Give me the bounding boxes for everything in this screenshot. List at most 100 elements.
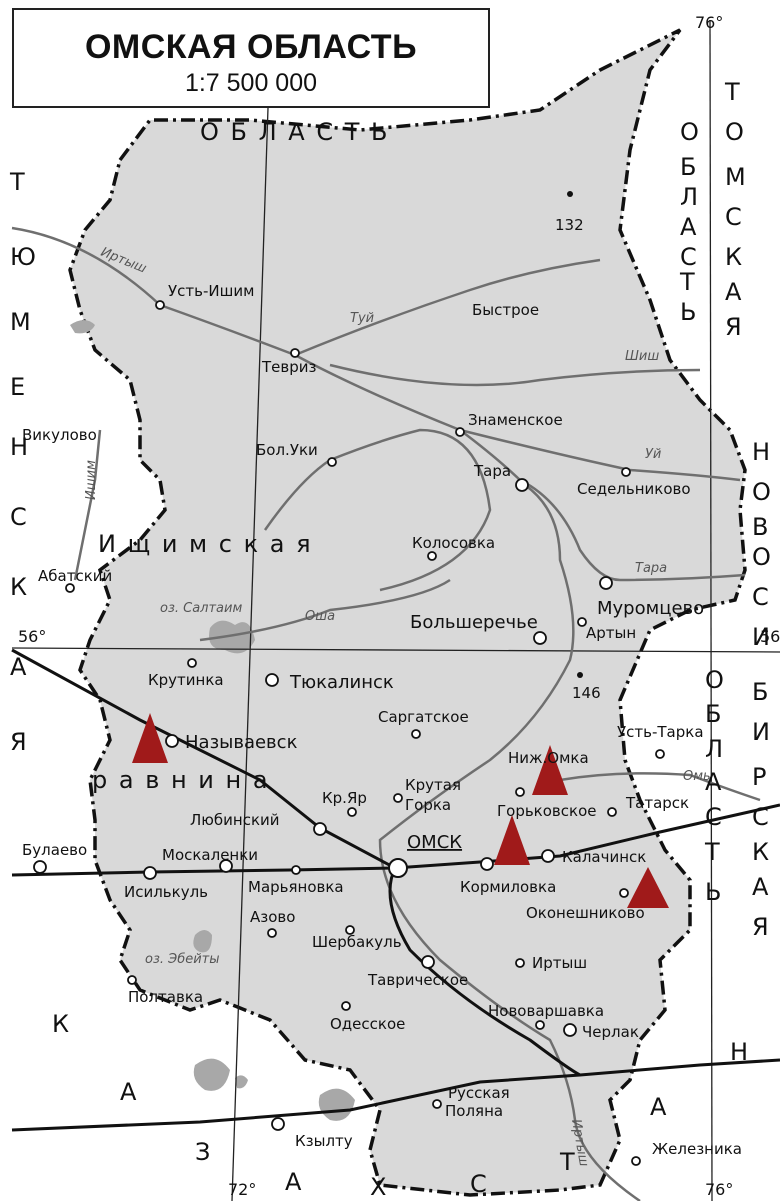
svg-text:С: С xyxy=(10,503,29,531)
meridian-72 xyxy=(231,107,269,1201)
svg-text:Т: Т xyxy=(704,838,722,866)
svg-text:Иртыш: Иртыш xyxy=(532,954,587,972)
lon-76-bottom: 76° xyxy=(705,1180,733,1199)
svg-text:Оконешниково: Оконешниково xyxy=(526,904,645,922)
svg-text:Горка: Горка xyxy=(405,796,451,814)
svg-text:Л: Л xyxy=(680,183,700,211)
svg-text:Железника: Железника xyxy=(652,1140,742,1158)
svg-text:Тюкалинск: Тюкалинск xyxy=(289,672,394,693)
svg-text:Р: Р xyxy=(752,763,768,791)
tomsk-oblast-label: О Б Л А С Т Ь xyxy=(679,118,701,326)
svg-text:Муромцево: Муромцево xyxy=(597,598,704,619)
svg-text:Таврическое: Таврическое xyxy=(367,971,468,989)
svg-text:А: А xyxy=(10,653,28,681)
svg-text:С: С xyxy=(725,203,744,231)
svg-text:Черлак: Черлак xyxy=(582,1023,639,1041)
svg-text:ОМСК: ОМСК xyxy=(407,832,462,853)
svg-text:И: И xyxy=(752,623,772,651)
svg-text:К: К xyxy=(10,573,29,601)
marker-nazyvaevsk xyxy=(132,713,168,763)
svg-text:Т: Т xyxy=(9,168,27,196)
svg-text:О: О xyxy=(680,118,701,146)
svg-text:Т: Т xyxy=(559,1148,577,1176)
svg-text:Я: Я xyxy=(725,313,744,341)
lake-saltaim-label: оз. Салтаим xyxy=(160,601,242,616)
svg-text:Одесское: Одесское xyxy=(330,1015,405,1033)
svg-text:А: А xyxy=(285,1168,303,1196)
svg-text:Большеречье: Большеречье xyxy=(410,612,538,633)
svg-text:Называевск: Называевск xyxy=(185,732,298,753)
svg-text:Булаево: Булаево xyxy=(22,841,87,859)
svg-text:Усть-Тарка: Усть-Тарка xyxy=(617,723,704,741)
svg-text:Ниж.Омка: Ниж.Омка xyxy=(508,749,589,767)
svg-text:Исилькуль: Исилькуль xyxy=(124,883,208,901)
svg-text:Кормиловка: Кормиловка xyxy=(460,878,556,896)
parallel-56 xyxy=(11,647,780,653)
svg-text:Саргатское: Саргатское xyxy=(378,708,469,726)
marker-okoneshnikovo xyxy=(627,867,669,908)
settlement-points xyxy=(33,300,665,1166)
lake-small-1 xyxy=(193,1058,230,1091)
svg-text:О: О xyxy=(705,666,726,694)
svg-text:Абатский: Абатский xyxy=(38,567,112,585)
svg-text:Горьковское: Горьковское xyxy=(497,802,596,820)
svg-text:С: С xyxy=(752,803,771,831)
svg-text:Бол.Уки: Бол.Уки xyxy=(256,441,318,459)
svg-text:Тара: Тара xyxy=(635,561,667,576)
lake-saltaim xyxy=(209,620,255,654)
svg-text:Татарск: Татарск xyxy=(625,794,689,812)
svg-text:Знаменское: Знаменское xyxy=(468,411,563,429)
svg-text:К: К xyxy=(725,243,744,271)
city-labels: Усть-Ишим Тевриз Быстрое Знаменское Вику… xyxy=(22,282,742,1158)
lat-56-right: 56 xyxy=(760,627,780,646)
novosib-oblast-label: О Б Л А С Т Ь xyxy=(704,666,726,906)
svg-text:С: С xyxy=(752,583,771,611)
kazakhstan-label: К А З А Х С Т А Н xyxy=(52,1010,750,1201)
svg-text:Марьяновка: Марьяновка xyxy=(248,878,344,896)
svg-text:О: О xyxy=(752,478,773,506)
elevation-dot-146 xyxy=(577,672,583,678)
svg-text:Колосовка: Колосовка xyxy=(412,534,495,552)
marker-kormilovka xyxy=(494,815,530,865)
svg-text:С: С xyxy=(470,1170,489,1198)
svg-text:Л: Л xyxy=(705,735,725,763)
svg-text:Оша: Оша xyxy=(305,609,335,624)
svg-text:А: А xyxy=(680,213,698,241)
svg-text:В: В xyxy=(752,513,770,541)
svg-text:Б: Б xyxy=(752,678,770,706)
svg-text:Туй: Туй xyxy=(350,311,374,326)
elevation-dot-132 xyxy=(567,191,573,197)
novosib-region-label: Н О В О С И Б И Р С К А Я xyxy=(752,438,773,941)
svg-text:Шербакуль: Шербакуль xyxy=(312,933,402,951)
omsk-symbol xyxy=(388,858,408,878)
svg-text:Крутинка: Крутинка xyxy=(148,671,224,689)
svg-text:Омь: Омь xyxy=(683,769,711,784)
svg-text:Калачинск: Калачинск xyxy=(562,848,646,866)
svg-text:Н: Н xyxy=(730,1038,750,1066)
tomsk-region-label: Т О М С К А Я xyxy=(724,78,748,341)
svg-text:Я: Я xyxy=(752,913,771,941)
elevation-132: 132 xyxy=(555,216,584,234)
svg-text:С: С xyxy=(680,243,699,271)
svg-text:Ь: Ь xyxy=(705,878,723,906)
svg-text:Х: Х xyxy=(370,1173,388,1201)
svg-text:Т: Т xyxy=(679,268,697,296)
svg-text:Кзылту: Кзылту xyxy=(295,1132,353,1150)
svg-text:А: А xyxy=(705,768,723,796)
map-scale: 1:7 500 000 xyxy=(184,69,318,97)
svg-text:Седельниково: Седельниково xyxy=(577,480,691,498)
svg-text:Нововаршавка: Нововаршавка xyxy=(488,1002,604,1020)
svg-text:Шиш: Шиш xyxy=(625,349,659,364)
oblast-territory xyxy=(68,28,747,1197)
svg-text:М: М xyxy=(725,163,748,191)
tyumen-region-label: Т Ю М Е Н С К А Я xyxy=(9,168,38,756)
svg-text:Н: Н xyxy=(10,433,30,461)
svg-text:Русская: Русская xyxy=(448,1084,510,1102)
lake-ebeyty-label: оз. Эбейты xyxy=(145,952,220,967)
lat-56-left: 56° xyxy=(18,627,46,646)
svg-text:А: А xyxy=(120,1078,138,1106)
oblast-top-label: О Б Л А С Т Ь xyxy=(200,118,389,146)
svg-text:Ю: Ю xyxy=(10,243,38,271)
svg-text:Викулово: Викулово xyxy=(22,426,97,444)
